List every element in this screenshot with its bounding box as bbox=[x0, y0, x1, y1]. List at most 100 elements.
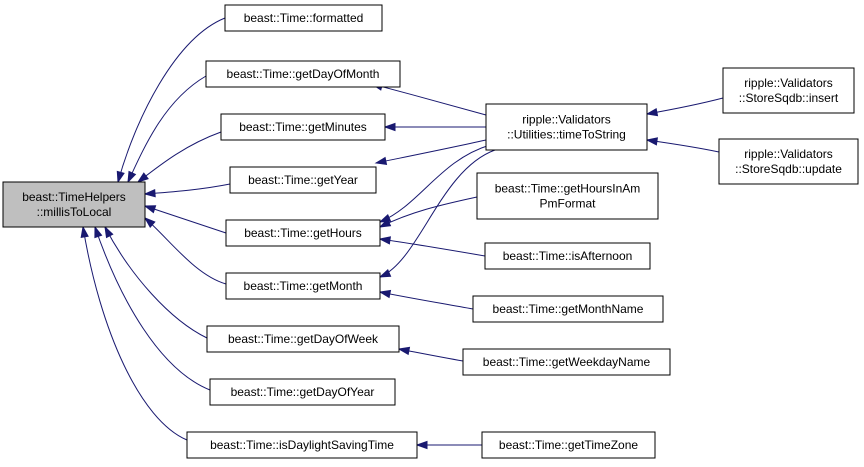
node-getWeekdayName[interactable]: beast::Time::getWeekdayName bbox=[462, 348, 671, 376]
edge-line bbox=[646, 97, 724, 115]
node-box bbox=[718, 138, 859, 185]
node-label: PmFormat bbox=[539, 197, 596, 211]
node-box bbox=[220, 113, 386, 141]
edge-arrowhead bbox=[136, 172, 149, 183]
node-getDayOfYear[interactable]: beast::Time::getDayOfYear bbox=[209, 378, 396, 406]
edge-arrowhead bbox=[397, 346, 411, 356]
node-label: beast::Time::getDayOfWeek bbox=[228, 332, 379, 346]
edge-timeToString-to-getDayOfMonth bbox=[370, 82, 487, 116]
node-label: beast::Time::isDaylightSavingTime bbox=[210, 438, 394, 452]
edge-line bbox=[144, 183, 231, 195]
edge-getDayOfWeek-to-millisToLocal bbox=[104, 225, 208, 339]
node-getHours[interactable]: beast::Time::getHours bbox=[225, 219, 381, 247]
node-box bbox=[209, 378, 396, 406]
node-getYear[interactable]: beast::Time::getYear bbox=[229, 166, 377, 194]
node-label: beast::Time::getMinutes bbox=[239, 120, 367, 134]
edge-line bbox=[379, 196, 478, 228]
node-getMinutes[interactable]: beast::Time::getMinutes bbox=[220, 113, 386, 141]
graph-edges bbox=[80, 17, 724, 450]
node-label: ripple::Validators bbox=[744, 147, 833, 161]
node-box bbox=[481, 431, 656, 459]
node-getMonth[interactable]: beast::Time::getMonth bbox=[225, 272, 381, 300]
node-box bbox=[722, 67, 855, 114]
edge-arrowhead bbox=[143, 188, 156, 198]
node-insert[interactable]: ripple::Validators::StoreSqdb::insert bbox=[722, 67, 855, 114]
edge-line bbox=[82, 226, 188, 441]
node-box bbox=[206, 325, 400, 353]
node-box bbox=[472, 295, 664, 323]
edge-update-to-timeToString bbox=[645, 137, 720, 153]
edge-line bbox=[379, 291, 474, 310]
node-box bbox=[485, 103, 648, 151]
edge-getMonth-to-millisToLocal bbox=[143, 216, 227, 285]
node-label: beast::Time::getTimeZone bbox=[499, 438, 638, 452]
node-box bbox=[224, 4, 383, 32]
node-box bbox=[186, 431, 418, 459]
node-label: beast::Time::getMonthName bbox=[493, 302, 644, 316]
node-isAfternoon[interactable]: beast::Time::isAfternoon bbox=[484, 242, 651, 270]
edge-line bbox=[104, 226, 208, 339]
edge-arrowhead bbox=[383, 122, 396, 132]
node-label: ::millisToLocal bbox=[37, 205, 112, 219]
node-label: ripple::Validators bbox=[522, 113, 611, 127]
edge-getMinutes-to-millisToLocal bbox=[136, 131, 222, 183]
edge-getDayOfMonth-to-millisToLocal bbox=[127, 75, 207, 184]
node-label: beast::Time::getDayOfYear bbox=[231, 385, 375, 399]
node-label: ripple::Validators bbox=[744, 76, 833, 90]
edge-timeToString-to-getMonth bbox=[378, 149, 496, 278]
edge-line bbox=[117, 17, 226, 183]
node-box bbox=[225, 219, 381, 247]
node-getDayOfMonth[interactable]: beast::Time::getDayOfMonth bbox=[205, 60, 401, 88]
edge-arrowhead bbox=[645, 108, 659, 117]
node-isDaylightSavingTime[interactable]: beast::Time::isDaylightSavingTime bbox=[186, 431, 418, 459]
edge-getYear-to-millisToLocal bbox=[143, 183, 231, 198]
edge-isDaylightSavingTime-to-millisToLocal bbox=[80, 225, 188, 441]
edge-arrowhead bbox=[116, 170, 125, 184]
node-update[interactable]: ripple::Validators::StoreSqdb::update bbox=[718, 138, 859, 185]
edge-getHours-to-millisToLocal bbox=[143, 205, 227, 234]
edge-getHoursInAmPmFormat-to-getHours bbox=[378, 196, 478, 228]
node-label: beast::Time::getHours bbox=[244, 226, 362, 240]
edge-insert-to-timeToString bbox=[645, 97, 724, 117]
edge-isAfternoon-to-getHours bbox=[378, 236, 486, 257]
edge-timeToString-to-getYear bbox=[374, 139, 487, 165]
node-formatted[interactable]: beast::Time::formatted bbox=[224, 4, 383, 32]
edge-line bbox=[379, 238, 486, 257]
edge-arrowhead bbox=[378, 269, 392, 278]
node-label: beast::Time::formatted bbox=[244, 11, 364, 25]
node-box bbox=[484, 242, 651, 270]
edge-line bbox=[379, 149, 496, 278]
edge-arrowhead bbox=[378, 289, 392, 299]
edge-line bbox=[94, 226, 211, 391]
edge-arrowhead bbox=[378, 218, 392, 228]
graph-nodes: beast::TimeHelpers::millisToLocalbeast::… bbox=[2, 4, 859, 459]
edge-arrowhead bbox=[415, 440, 428, 450]
node-label: beast::TimeHelpers bbox=[22, 190, 126, 204]
edge-getTimeZone-to-isDaylightSavingTime bbox=[415, 440, 482, 450]
node-label: beast::Time::getHoursInAm bbox=[495, 182, 641, 196]
node-getDayOfWeek[interactable]: beast::Time::getDayOfWeek bbox=[206, 325, 400, 353]
node-box bbox=[462, 348, 671, 376]
edge-arrowhead bbox=[127, 170, 137, 184]
node-getTimeZone[interactable]: beast::Time::getTimeZone bbox=[481, 431, 656, 459]
node-millisToLocal[interactable]: beast::TimeHelpers::millisToLocal bbox=[2, 181, 146, 228]
node-label: beast::Time::isAfternoon bbox=[503, 249, 633, 263]
node-box bbox=[225, 272, 381, 300]
edge-line bbox=[137, 131, 222, 183]
node-getMonthName[interactable]: beast::Time::getMonthName bbox=[472, 295, 664, 323]
node-timeToString[interactable]: ripple::Validators::Utilities::timeToStr… bbox=[485, 103, 648, 151]
edge-getMonthName-to-getMonth bbox=[378, 289, 474, 310]
edge-arrowhead bbox=[94, 225, 103, 239]
node-label: beast::Time::getWeekdayName bbox=[483, 355, 651, 369]
edge-line bbox=[127, 75, 207, 183]
node-label: beast::Time::getYear bbox=[248, 173, 358, 187]
edge-line bbox=[144, 205, 227, 234]
edge-formatted-to-millisToLocal bbox=[116, 17, 226, 184]
edge-line bbox=[379, 144, 491, 223]
edge-timeToString-to-getMinutes bbox=[383, 122, 486, 132]
node-box bbox=[2, 181, 146, 228]
node-label: ::StoreSqdb::insert bbox=[739, 91, 839, 105]
edge-line bbox=[371, 83, 487, 116]
